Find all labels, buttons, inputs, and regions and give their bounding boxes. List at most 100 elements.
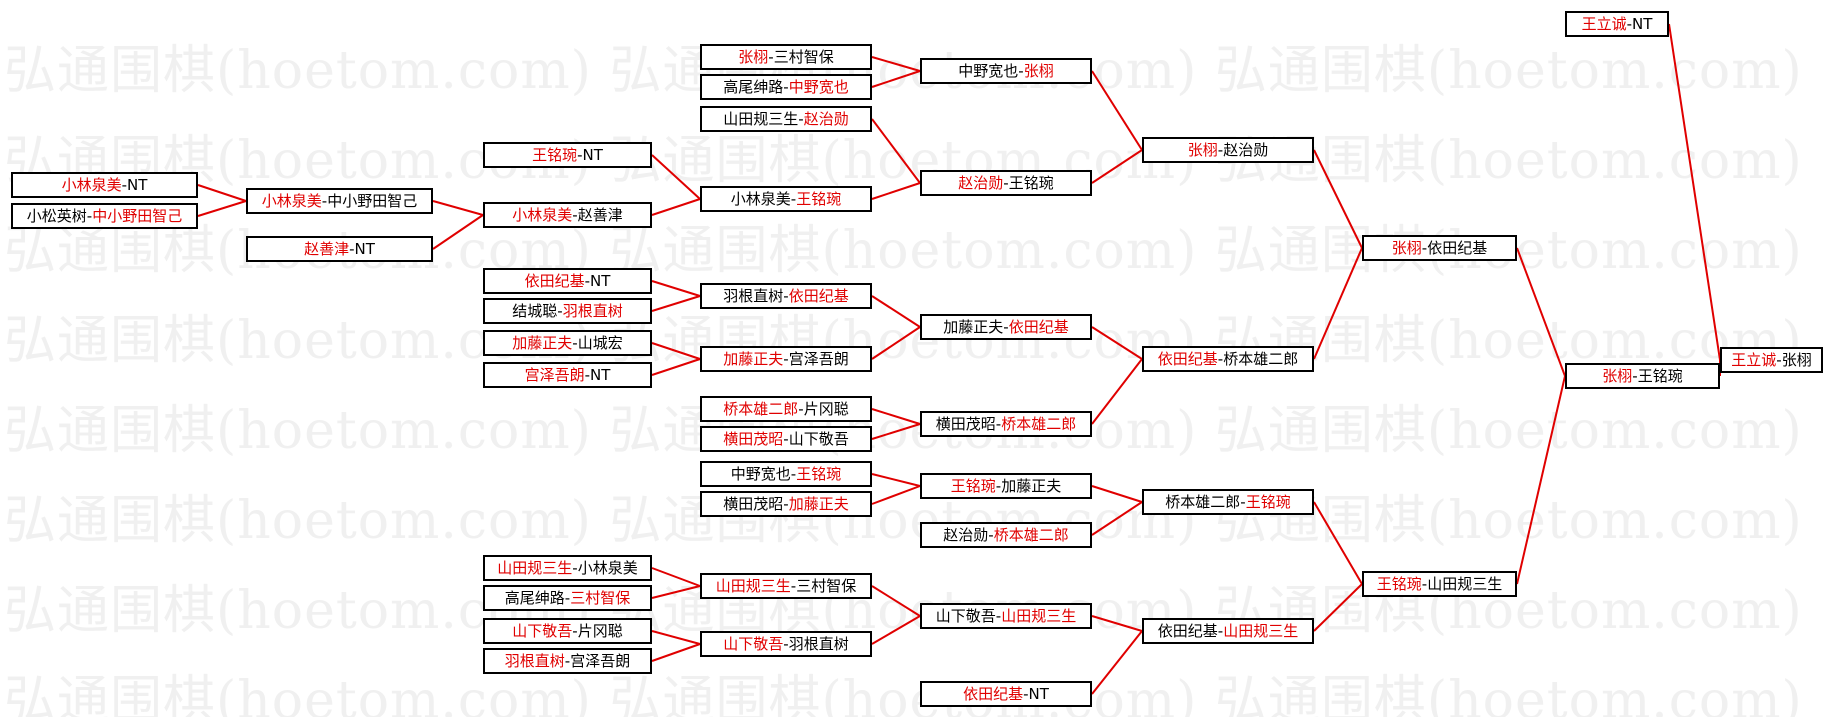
player-b-name: 王铭琬 [796, 465, 842, 483]
match-box: 王立诚-张栩 [1720, 347, 1823, 373]
player-a-name: 张栩 [1602, 367, 1633, 385]
bracket-connector [1313, 583, 1363, 632]
match-box: 桥本雄二郎-王铭琬 [1142, 489, 1314, 515]
bracket-connector [651, 630, 701, 645]
match-box: 山田规三生-小林泉美 [483, 555, 652, 581]
match-box: 王铭琬-加藤正夫 [920, 473, 1092, 499]
bracket-connector [1313, 501, 1363, 585]
match-box: 结城聪-羽根直树 [483, 298, 652, 324]
player-b-name: 羽根直树 [788, 635, 849, 653]
player-b-name: 依田纪基 [1008, 318, 1069, 336]
player-b-name: 赵治勋 [1223, 141, 1269, 159]
match-separator: - [1217, 141, 1224, 159]
player-b-name: 桥本雄二郎 [1001, 415, 1077, 433]
match-separator: - [572, 559, 578, 577]
match-separator: - [564, 652, 571, 670]
player-b-name: NT [1632, 15, 1653, 33]
player-a-name: 依田纪基 [963, 685, 1024, 703]
player-a-name: 结城聪 [512, 302, 558, 320]
player-a-name: 加藤正夫 [943, 318, 1004, 336]
player-a-name: 山下敬吾 [512, 622, 573, 640]
player-b-name: NT [1028, 685, 1049, 703]
match-separator: - [783, 635, 789, 653]
match-box: 宫泽吾朗-NT [483, 362, 652, 388]
player-b-name: 赵善津 [577, 206, 623, 224]
player-b-name: 王铭琬 [1637, 367, 1683, 385]
match-box: 高尾绅路-中野宽也 [700, 74, 872, 100]
bracket-connector [871, 485, 921, 505]
bracket-connector [1091, 326, 1143, 360]
match-separator: - [995, 415, 1002, 433]
match-separator: - [783, 495, 789, 513]
match-separator: - [1023, 685, 1029, 703]
bracket-connector [432, 214, 484, 250]
player-a-name: 山田规三生 [497, 559, 573, 577]
player-a-name: 赵治勋 [943, 526, 989, 544]
bracket-connector [871, 585, 921, 617]
bracket-connector [1668, 23, 1721, 361]
match-separator: - [321, 192, 328, 210]
match-box: 羽根直树-依田纪基 [700, 283, 872, 309]
player-b-name: 三村智保 [796, 577, 857, 595]
match-box: 依田纪基-山田规三生 [1142, 618, 1314, 644]
match-box: 赵治勋-桥本雄二郎 [920, 522, 1092, 548]
player-a-name: 小林泉美 [512, 206, 573, 224]
match-separator: - [1003, 174, 1009, 192]
match-separator: - [572, 622, 578, 640]
player-b-name: NT [354, 240, 375, 258]
match-separator: - [768, 48, 774, 66]
player-b-name: 片冈聪 [577, 622, 623, 640]
player-b-name: NT [582, 146, 603, 164]
match-separator: - [790, 190, 797, 208]
bracket-connector [1091, 358, 1143, 425]
match-box: 山下敬吾-片冈聪 [483, 618, 652, 644]
match-box: 赵善津-NT [246, 236, 433, 262]
player-a-name: 张栩 [738, 48, 769, 66]
bracket-connector [1091, 501, 1143, 536]
match-separator: - [783, 287, 789, 305]
player-a-name: 小林泉美 [261, 192, 322, 210]
match-separator: - [1776, 351, 1782, 369]
player-a-name: 小林泉美 [61, 176, 122, 194]
match-separator: - [572, 334, 578, 352]
player-a-name: 羽根直树 [723, 287, 784, 305]
bracket-connector [197, 184, 247, 202]
bracket-connector [871, 473, 921, 487]
bracket-connector [651, 154, 701, 200]
player-b-name: 三村智保 [570, 589, 631, 607]
bracket-connector [1091, 70, 1143, 151]
match-box: 羽根直树-宫泽吾朗 [483, 648, 652, 674]
match-box: 小林泉美-NT [11, 172, 198, 198]
match-separator: - [86, 207, 93, 225]
player-a-name: 小松英树 [26, 207, 87, 225]
player-a-name: 高尾绅路 [723, 78, 784, 96]
bracket-connector [1516, 375, 1566, 585]
player-b-name: 中野宽也 [788, 78, 849, 96]
watermark-text: 弘通围棋(hoetom.com) 弘通围棋(hoetom.com) 弘通围棋(h… [4, 671, 1803, 717]
match-box: 小林泉美-中小野田智己 [246, 188, 433, 214]
player-b-name: 张栩 [1023, 62, 1054, 80]
bracket-connector [871, 295, 921, 328]
player-b-name: 片冈聪 [803, 400, 849, 418]
match-box: 横田茂昭-加藤正夫 [700, 491, 872, 517]
match-separator: - [783, 430, 789, 448]
bracket-connector [871, 326, 921, 360]
match-separator: - [995, 477, 1002, 495]
match-box: 桥本雄二郎-片冈聪 [700, 396, 872, 422]
match-box: 加藤正夫-山城宏 [483, 330, 652, 356]
match-box: 高尾绅路-三村智保 [483, 585, 652, 611]
match-box: 小林泉美-王铭琬 [700, 186, 872, 212]
player-a-name: 横田茂昭 [723, 495, 784, 513]
match-separator: - [790, 577, 797, 595]
watermark-text: 弘通围棋(hoetom.com) 弘通围棋(hoetom.com) 弘通围棋(h… [4, 401, 1803, 461]
player-b-name: 山下敬吾 [788, 430, 849, 448]
match-box: 山田规三生-赵治勋 [700, 106, 872, 132]
player-a-name: 桥本雄二郎 [1165, 493, 1241, 511]
player-a-name: 山下敬吾 [723, 635, 784, 653]
match-separator: - [557, 302, 563, 320]
match-box: 张栩-依田纪基 [1362, 235, 1517, 261]
bracket-connector [651, 358, 701, 376]
